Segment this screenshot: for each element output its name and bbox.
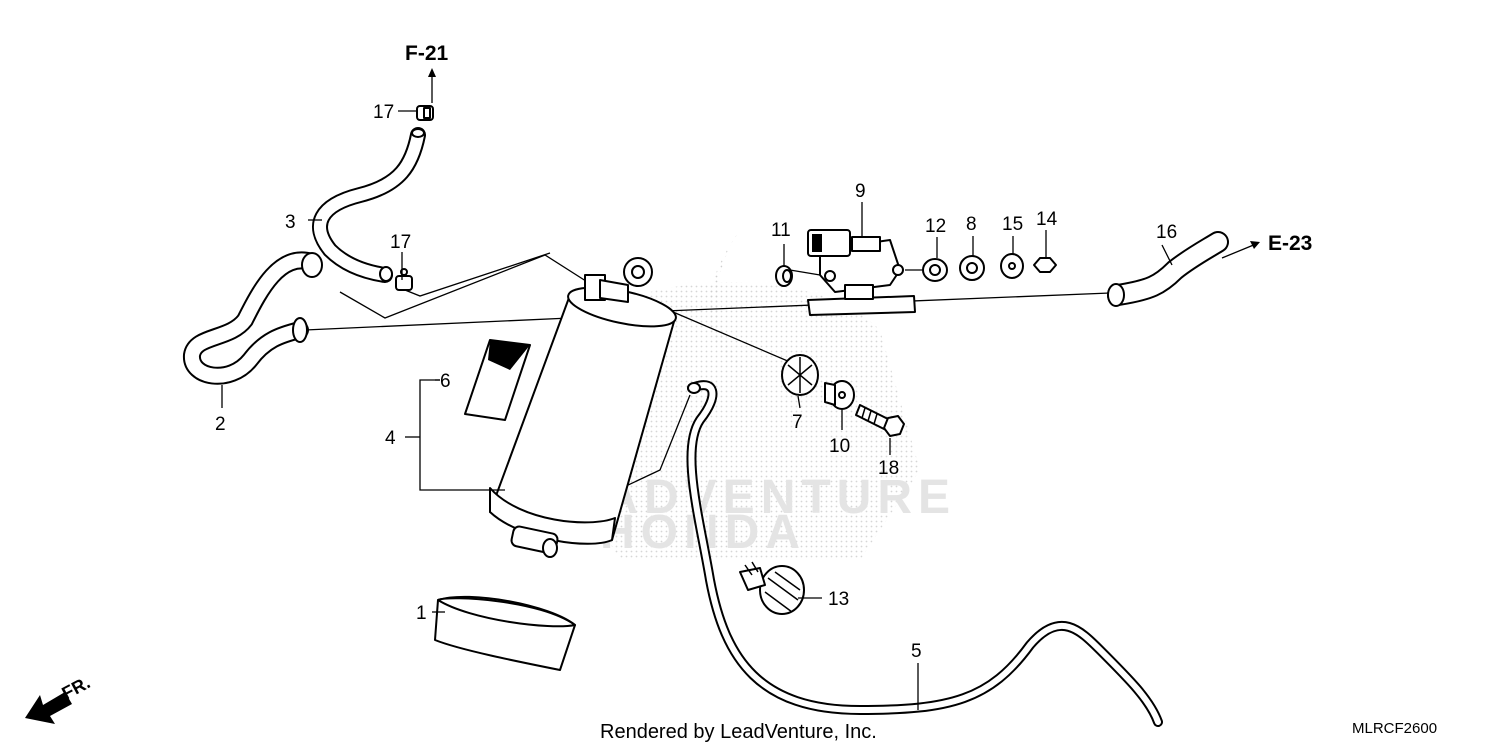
callout-2: 2	[215, 414, 226, 435]
clip-13	[739, 561, 805, 615]
callout-17-top: 17	[373, 102, 394, 123]
washer-15	[1000, 253, 1024, 279]
diagram-code: MLRCF2600	[1352, 720, 1437, 737]
nut-14	[1033, 257, 1057, 273]
label-6	[464, 339, 531, 421]
rubber-mount-7	[781, 354, 819, 396]
hose-2	[183, 251, 323, 385]
callout-6: 6	[440, 371, 451, 392]
washer-10	[824, 380, 855, 410]
grommet-8	[959, 255, 985, 281]
bracket-4	[419, 379, 505, 491]
callout-11: 11	[771, 220, 791, 241]
callout-17-lower: 17	[390, 232, 411, 253]
callout-16: 16	[1156, 222, 1177, 243]
footer-credit: Rendered by LeadVenture, Inc.	[600, 721, 877, 743]
hose-16	[1107, 231, 1229, 307]
canister-4	[489, 257, 677, 558]
callout-4: 4	[385, 428, 396, 449]
clamp-17-top	[416, 105, 434, 121]
callout-12: 12	[925, 216, 946, 237]
callout-3: 3	[285, 212, 296, 233]
callout-13: 13	[828, 589, 849, 610]
hose-5	[686, 380, 1163, 727]
callout-10: 10	[829, 436, 850, 457]
hose-3	[312, 127, 426, 283]
front-direction-arrow-icon	[25, 692, 72, 724]
ref-arrow-e23	[1221, 241, 1260, 259]
callout-1: 1	[416, 603, 427, 624]
callout-7: 7	[792, 412, 803, 433]
callout-leaders	[221, 110, 1173, 710]
callout-15: 15	[1002, 214, 1023, 235]
callout-14: 14	[1036, 209, 1058, 230]
callout-8: 8	[966, 214, 977, 235]
collar-12	[922, 258, 948, 282]
band-1	[434, 595, 576, 671]
callout-5: 5	[911, 641, 922, 662]
ref-arrow-f21	[428, 68, 436, 103]
grommet-11	[775, 265, 793, 287]
clamp-17-lower	[395, 268, 413, 291]
purge-valve-9	[807, 229, 916, 316]
callout-18: 18	[878, 458, 899, 479]
ref-label-f21: F-21	[405, 42, 449, 65]
ref-label-e23: E-23	[1268, 232, 1312, 255]
bolt-18	[855, 404, 905, 437]
callout-9: 9	[855, 181, 866, 202]
